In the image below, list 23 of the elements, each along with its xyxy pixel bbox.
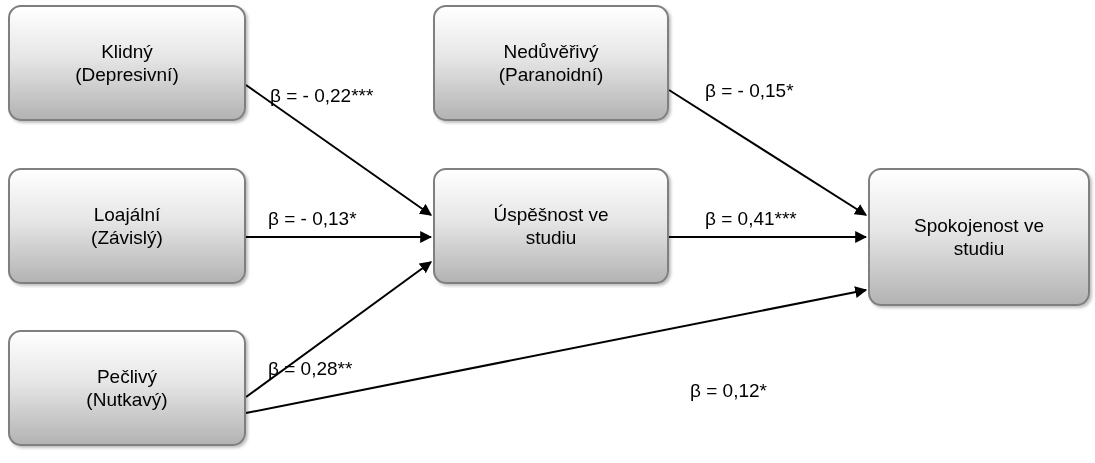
process-box [8,330,246,446]
edge-label: β = - 0,15* [705,80,794,102]
edge-label: β = 0,41*** [705,208,797,230]
box-label: Pečlivý (Nutkavý) [85,365,169,411]
arrow [245,84,432,216]
arrow [245,286,868,414]
arrow [668,231,868,243]
box-label: Úspěšnost ve studiu [492,203,610,249]
arrow [668,89,867,216]
arrow [245,261,432,398]
process-box [8,5,246,121]
process-box [868,168,1090,306]
edge-label: β = - 0,22*** [270,85,374,107]
box-label: Klidný (Depresivní) [74,40,180,86]
edge-label: β = - 0,13* [268,208,357,230]
edge-label: β = 0,12* [690,380,767,402]
process-box [433,5,669,121]
box-label: Spokojenost ve studiu [913,214,1045,260]
box-label: Nedůvěřivý (Paranoidní) [497,40,605,86]
arrow [245,231,433,243]
process-box [8,168,246,284]
process-box [433,168,669,284]
box-label: Loajální (Závislý) [90,203,164,249]
